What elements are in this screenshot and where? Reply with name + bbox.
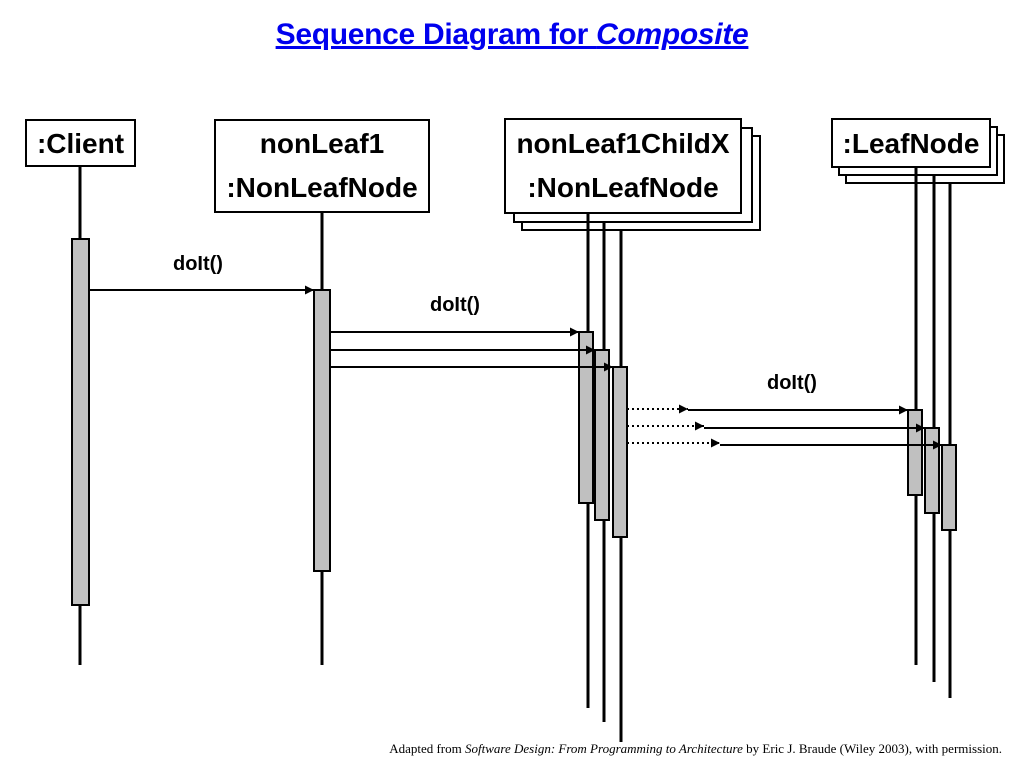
credit-book-title: Software Design: From Programming to Arc… — [465, 741, 743, 756]
message-children-to-leaves: doIt() — [627, 372, 942, 450]
nonleaf1-activation — [313, 289, 331, 572]
message-label: doIt() — [767, 372, 817, 394]
lifeline-leaves: :LeafNode — [831, 118, 1005, 698]
nonleaf1-type: :NonLeafNode — [226, 172, 417, 203]
lifeline-children: nonLeaf1ChildX :NonLeafNode — [504, 118, 761, 742]
credit-prefix: Adapted from — [389, 741, 465, 756]
leaf1-activation — [907, 409, 923, 496]
child2-activation — [594, 349, 610, 521]
leaves-box — [831, 118, 991, 168]
leaf3-activation — [941, 444, 957, 531]
credit-suffix: by Eric J. Braude (Wiley 2003), with per… — [742, 741, 1002, 756]
client-activation — [71, 238, 90, 606]
title-emphasis: Composite — [596, 18, 749, 51]
leaf2-activation — [924, 427, 940, 514]
nonleaf1-name: nonLeaf1 — [260, 128, 384, 159]
children-name: nonLeaf1ChildX — [516, 128, 729, 159]
message-client-to-nonleaf1: doIt() — [89, 253, 314, 295]
lifeline-nonleaf1: nonLeaf1 :NonLeafNode — [214, 119, 430, 665]
children-box — [504, 118, 742, 214]
nonleaf1-box — [214, 119, 430, 213]
credit-line: Adapted from Software Design: From Progr… — [389, 741, 1002, 757]
message-label: doIt() — [173, 253, 223, 275]
child3-activation — [612, 366, 628, 538]
lifeline-client: :Client — [25, 119, 136, 665]
client-label: :Client — [37, 128, 124, 159]
message-nonleaf1-to-children: doIt() — [330, 294, 613, 372]
leaves-label: :LeafNode — [843, 128, 980, 159]
message-label: doIt() — [430, 294, 480, 316]
child1-activation — [578, 331, 594, 504]
children-type: :NonLeafNode — [527, 172, 718, 203]
title-prefix: Sequence Diagram for — [275, 18, 597, 51]
page-title: Sequence Diagram for Composite — [0, 18, 1024, 52]
